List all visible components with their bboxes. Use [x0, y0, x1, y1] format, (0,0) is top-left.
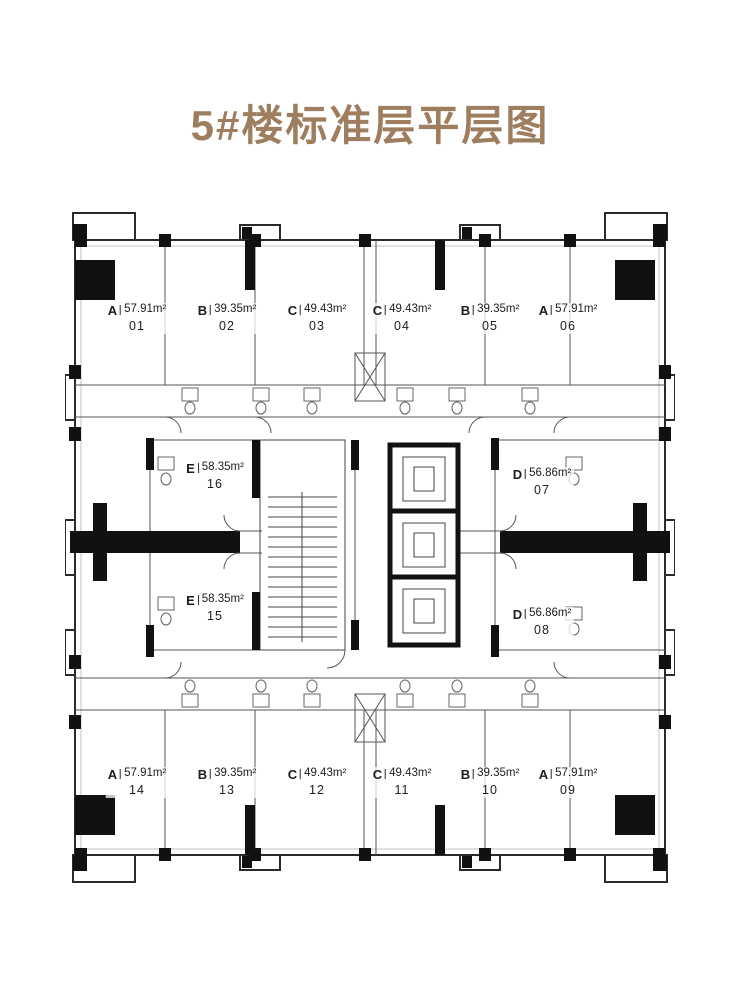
unit-label-divider: [210, 305, 212, 316]
unit-type: A: [107, 302, 118, 318]
elevator-bank: [387, 442, 461, 647]
unit-type: B: [460, 766, 471, 782]
unit-area: 39.35m²: [477, 767, 520, 780]
unit-number: 02: [219, 319, 235, 334]
unit-area: 49.43m²: [304, 767, 347, 780]
unit-number: 07: [534, 483, 550, 498]
unit-label-divider: [551, 305, 553, 316]
unit-label-06: A 57.91m² 06: [536, 302, 600, 335]
unit-label-01: A 57.91m² 01: [105, 302, 169, 335]
unit-type: C: [372, 302, 383, 318]
unit-label-divider: [197, 463, 199, 474]
unit-label-08: D 56.86m² 08: [510, 606, 574, 639]
unit-number: 04: [394, 319, 410, 334]
unit-number: 16: [207, 477, 223, 492]
unit-label-divider: [385, 305, 387, 316]
unit-type: C: [287, 302, 298, 318]
unit-label-05: B 39.35m² 05: [458, 302, 522, 335]
unit-label-divider: [385, 769, 387, 780]
unit-type: A: [538, 302, 549, 318]
unit-area: 56.86m²: [529, 467, 572, 480]
unit-area: 49.43m²: [389, 303, 432, 316]
unit-label-03: C 49.43m² 03: [285, 302, 349, 335]
unit-number: 10: [482, 783, 498, 798]
unit-label-divider: [525, 469, 527, 480]
unit-type: E: [186, 592, 195, 608]
unit-label-12: C 49.43m² 12: [285, 766, 349, 799]
floor-plan: A 57.91m² 01 B 39.35m² 02 C 49.43m² 03 C 49.…: [65, 205, 675, 890]
unit-label-divider: [300, 769, 302, 780]
unit-type: A: [538, 766, 549, 782]
unit-label-divider: [551, 769, 553, 780]
unit-type: D: [512, 606, 523, 622]
unit-area: 58.35m²: [201, 593, 244, 606]
unit-label-13: B 39.35m² 13: [195, 766, 259, 799]
unit-label-divider: [210, 769, 212, 780]
unit-area: 39.35m²: [214, 767, 257, 780]
unit-number: 03: [309, 319, 325, 334]
unit-type: B: [197, 766, 208, 782]
unit-number: 13: [219, 783, 235, 798]
unit-label-15: E 58.35m² 15: [184, 592, 246, 625]
unit-type: C: [287, 766, 298, 782]
door-arcs: [164, 416, 571, 678]
unit-area: 39.35m²: [214, 303, 257, 316]
page-title: 5#楼标准层平层图: [190, 102, 550, 149]
unit-area: 57.91m²: [555, 303, 598, 316]
unit-label-10: B 39.35m² 10: [458, 766, 522, 799]
unit-number: 12: [309, 783, 325, 798]
unit-area: 49.43m²: [389, 767, 432, 780]
unit-label-14: A 57.91m² 14: [105, 766, 169, 799]
unit-area: 58.35m²: [201, 461, 244, 474]
unit-number: 08: [534, 623, 550, 638]
unit-number: 09: [560, 783, 576, 798]
unit-number: 15: [207, 609, 223, 624]
unit-label-divider: [525, 609, 527, 620]
unit-label-divider: [473, 305, 475, 316]
unit-label-04: C 49.43m² 04: [370, 302, 434, 335]
staircase: [259, 439, 346, 650]
unit-area: 56.86m²: [529, 607, 572, 620]
unit-label-divider: [120, 305, 122, 316]
unit-area: 39.35m²: [477, 303, 520, 316]
unit-area: 57.91m²: [124, 303, 167, 316]
unit-label-divider: [300, 305, 302, 316]
unit-type: B: [460, 302, 471, 318]
unit-label-divider: [197, 595, 199, 606]
unit-type: E: [186, 460, 195, 476]
unit-number: 05: [482, 319, 498, 334]
unit-number: 14: [129, 783, 145, 798]
unit-number: 01: [129, 319, 145, 334]
unit-area: 49.43m²: [304, 303, 347, 316]
unit-type: B: [197, 302, 208, 318]
structural-columns: [69, 223, 671, 871]
vent-shafts: [354, 352, 386, 742]
page: 5#楼标准层平层图: [65, 102, 675, 890]
unit-type: D: [512, 466, 523, 482]
unit-label-07: D 56.86m² 07: [510, 466, 574, 499]
unit-label-divider: [473, 769, 475, 780]
unit-type: A: [107, 766, 118, 782]
unit-label-11: C 49.43m² 11: [370, 766, 434, 799]
unit-label-02: B 39.35m² 02: [195, 302, 259, 335]
unit-label-16: E 58.35m² 16: [184, 460, 246, 493]
unit-number: 11: [394, 783, 410, 798]
bathroom-fixtures: [157, 387, 583, 707]
unit-area: 57.91m²: [124, 767, 167, 780]
unit-label-09: A 57.91m² 09: [536, 766, 600, 799]
unit-area: 57.91m²: [555, 767, 598, 780]
unit-label-divider: [120, 769, 122, 780]
unit-type: C: [372, 766, 383, 782]
unit-number: 06: [560, 319, 576, 334]
